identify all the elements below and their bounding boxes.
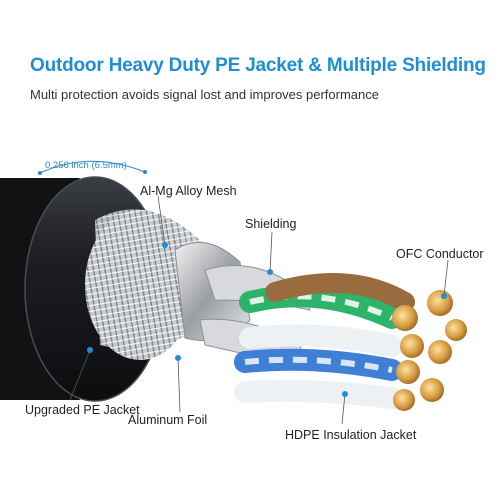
shielding-label: Shielding: [245, 217, 297, 231]
conductor-end-4: [428, 340, 452, 364]
jacket-leader: [69, 349, 91, 401]
conductor-label: OFC Conductor: [396, 247, 484, 261]
brown-wire: [265, 273, 415, 312]
mesh-leader: [157, 195, 166, 246]
shielding-leader: [269, 231, 273, 273]
conductor-leader: [443, 259, 449, 297]
subline: Multi protection avoids signal lost and …: [30, 87, 380, 102]
diameter-label: 0.256 inch (6.5mm): [45, 160, 127, 171]
jacket-label: Upgraded PE Jacket: [25, 403, 140, 417]
conductor-end-5: [396, 360, 420, 384]
insulation-leader: [341, 393, 346, 425]
headline: Outdoor Heavy Duty PE Jacket & Multiple …: [30, 55, 486, 76]
diameter-indicator: [39, 160, 146, 174]
white-wire-1: [239, 324, 403, 357]
conductor-end-2: [427, 290, 453, 316]
conductor-end-3: [400, 334, 424, 358]
foil-leader: [177, 357, 181, 413]
conductor-end-6: [420, 378, 444, 402]
mesh-label: Al-Mg Alloy Mesh: [140, 184, 237, 198]
white-wire-2: [234, 379, 403, 409]
conductor-end-8: [445, 319, 467, 341]
conductor-end-7: [393, 389, 415, 411]
insulation-label: HDPE Insulation Jacket: [285, 428, 417, 442]
conductor-end-1: [392, 305, 418, 331]
foil-label: Aluminum Foil: [128, 413, 208, 427]
